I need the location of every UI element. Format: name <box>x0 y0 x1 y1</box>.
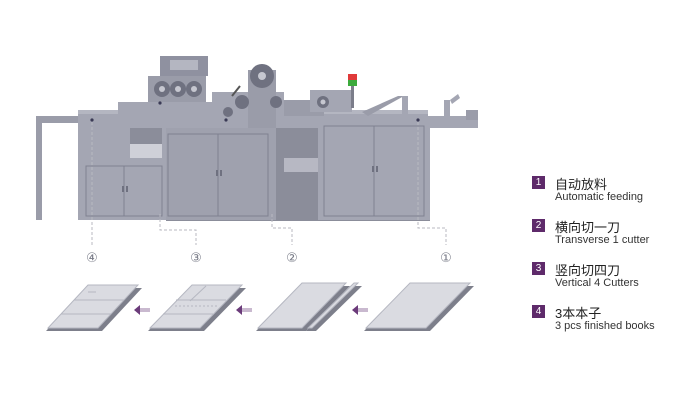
right-conveyor <box>428 116 478 128</box>
legend-number-badge: 1 <box>532 176 545 189</box>
sheet-stage-3 <box>148 284 246 331</box>
top-unit-grille <box>170 60 198 70</box>
legend-number-badge: 2 <box>532 219 545 232</box>
gear-1 <box>235 95 249 109</box>
legend-label-zh: 横向切一刀 <box>555 220 621 235</box>
gear-3 <box>270 96 282 108</box>
legend-label-en: Transverse 1 cutter <box>555 234 650 246</box>
left-conveyor <box>36 116 88 123</box>
indicator-light-pole <box>351 86 354 108</box>
legend-item-2: 2 横向切一刀 Transverse 1 cutter <box>532 218 700 261</box>
leader-1 <box>417 122 447 245</box>
cutting-machine <box>36 56 478 221</box>
delivery-tray <box>130 144 162 158</box>
sheet-stage-4 <box>46 284 142 331</box>
legend-label-en: 3 pcs finished books <box>555 320 655 332</box>
legend-label-zh: 自动放料 <box>555 177 608 192</box>
legend-label-zh: 3本本子 <box>555 306 602 321</box>
leader-lines <box>91 122 447 245</box>
legend-item-1: 1 自动放料 Automatic feeding <box>532 175 700 218</box>
stage-marker-2: ② <box>286 251 298 266</box>
feeder-flap <box>450 94 460 104</box>
indicator-light-red <box>348 74 357 80</box>
legend-number-badge: 3 <box>532 262 545 275</box>
stage-markers: ④ ③ ② ① <box>86 251 452 266</box>
feeder-post-2 <box>444 100 450 116</box>
stage-marker-1: ① <box>440 251 452 266</box>
delivery-slot <box>130 128 162 144</box>
legend-number-badge: 4 <box>532 305 545 318</box>
process-legend: 1 自动放料 Automatic feeding 2 横向切一刀 Transve… <box>532 175 700 347</box>
left-support-leg <box>36 116 42 220</box>
legend-item-4: 4 3本本子 3 pcs finished books <box>532 304 700 347</box>
flow-arrow-1 <box>352 305 368 315</box>
indicator-light-green <box>348 80 357 86</box>
flow-arrow-2 <box>236 305 252 315</box>
leader-2 <box>271 214 293 245</box>
stage-marker-3: ③ <box>190 251 202 266</box>
right-conveyor-edge <box>466 110 478 120</box>
top-unit-housing <box>118 102 213 116</box>
legend-item-3: 3 竖向切四刀 Vertical 4 Cutters <box>532 261 700 304</box>
vertical-cut-section <box>276 128 324 220</box>
legend-label-zh: 竖向切四刀 <box>555 263 621 278</box>
gear-2 <box>223 107 233 117</box>
legend-label-en: Vertical 4 Cutters <box>555 277 639 289</box>
feeder-post-1 <box>402 96 408 116</box>
stage-marker-4: ④ <box>86 251 98 266</box>
feeder-ramp <box>362 96 404 116</box>
middle-top-box <box>310 90 352 112</box>
vertical-cut-slot <box>284 158 320 172</box>
door-handles <box>122 166 378 192</box>
flow-arrows <box>134 305 368 315</box>
flow-arrow-3 <box>134 305 150 315</box>
sheet-stage-2 <box>256 282 362 331</box>
sheet-stage-1 <box>364 282 474 331</box>
legend-label-en: Automatic feeding <box>555 191 644 203</box>
leader-3 <box>159 214 197 245</box>
frame-dots <box>90 101 420 122</box>
